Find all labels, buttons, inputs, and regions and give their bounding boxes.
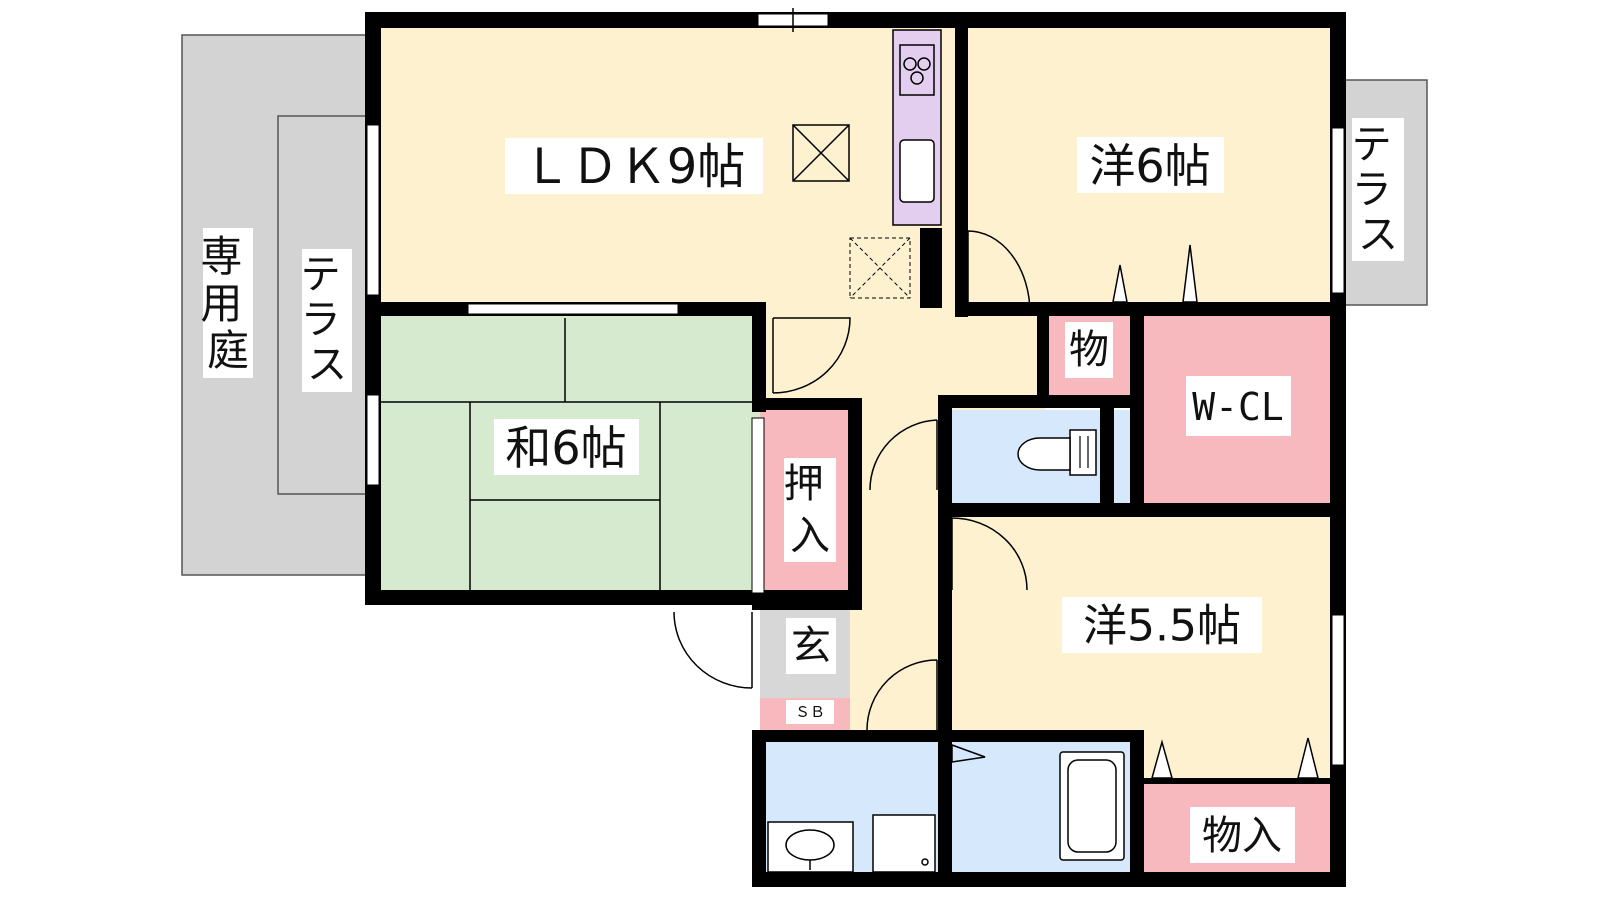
windows [366, 8, 1345, 766]
washbasin-icon [767, 821, 854, 873]
tatami-lines [378, 318, 752, 590]
western-5-5-label: 洋5.5帖 [1083, 601, 1241, 652]
terrace-left-label: テ ラ ス [301, 252, 354, 388]
terrace-right-label: テ ラ ス [1352, 122, 1405, 258]
toilet-icon [1017, 429, 1097, 476]
oshiire-label: 押 入 [784, 461, 837, 559]
stove-burners-icon [899, 44, 935, 96]
kitchen-counter [892, 29, 942, 226]
bathtub-icon [1059, 751, 1125, 861]
storage-small-label: 物 [1069, 327, 1109, 373]
entrance-label: 玄 [791, 623, 831, 669]
folding-door-marks [1112, 244, 1319, 779]
western-6-label: 洋6帖 [1089, 139, 1210, 193]
skylight-mark [792, 124, 850, 182]
shoe-box-label: ＳＢ [795, 703, 825, 721]
mono-ire-label: 物入 [1202, 813, 1282, 859]
japanese-6-label: 和6帖 [505, 421, 626, 475]
private-garden-label: 専 用 庭 [200, 232, 255, 375]
washing-machine-icon [872, 814, 936, 873]
wic-label: W-CL [1192, 385, 1284, 429]
kitchen-sink-icon [899, 139, 935, 203]
underfloor-storage-mark [849, 237, 911, 299]
ldk-label: ＬＤＫ9帖 [523, 139, 746, 195]
doors [673, 230, 1031, 763]
label-backgrounds [203, 118, 1404, 863]
